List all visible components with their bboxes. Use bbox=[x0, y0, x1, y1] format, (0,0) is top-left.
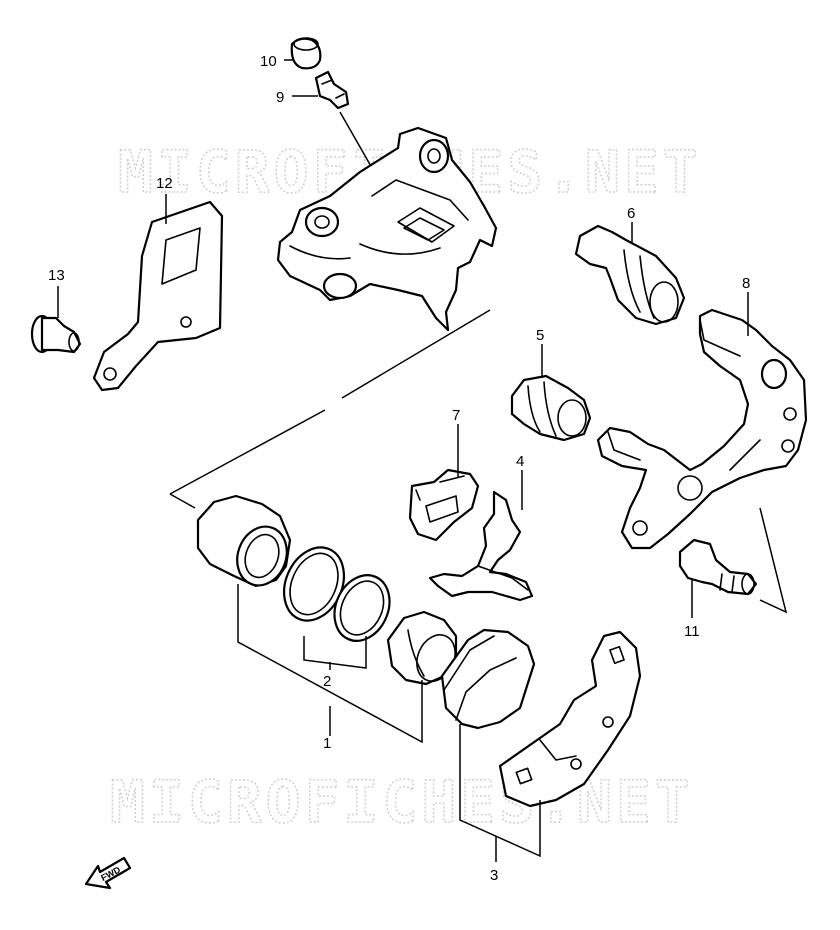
bracket-1 bbox=[237, 584, 423, 744]
callout-6: 6 bbox=[627, 205, 635, 222]
forward-arrow-icon: FWD bbox=[84, 856, 132, 890]
callout-3: 3 bbox=[490, 867, 498, 884]
slide-pin-boot-lower[interactable] bbox=[510, 374, 592, 442]
pad-spring[interactable] bbox=[408, 468, 480, 542]
bracket-bolt[interactable] bbox=[30, 314, 82, 354]
bleeder-cap[interactable] bbox=[290, 37, 322, 70]
caliper-bracket-plate[interactable] bbox=[92, 200, 224, 392]
callout-13: 13 bbox=[48, 267, 65, 284]
dust-seal[interactable] bbox=[324, 566, 399, 649]
brake-pad-outer[interactable] bbox=[498, 630, 642, 808]
callout-12: 12 bbox=[156, 175, 173, 192]
watermark-bottom: MICROFICHES.NET bbox=[110, 768, 694, 836]
callout-1: 1 bbox=[323, 735, 331, 752]
callout-8: 8 bbox=[742, 275, 750, 292]
caliper-body[interactable] bbox=[276, 126, 498, 332]
bracket-2 bbox=[303, 636, 367, 669]
callout-9: 9 bbox=[276, 89, 284, 106]
callout-5: 5 bbox=[536, 327, 544, 344]
callout-11: 11 bbox=[684, 623, 700, 640]
pad-retainer-spring[interactable] bbox=[428, 490, 534, 602]
bleeder-screw[interactable] bbox=[314, 70, 350, 110]
callout-10: 10 bbox=[260, 53, 277, 70]
callout-4: 4 bbox=[516, 453, 524, 470]
caliper-piston[interactable] bbox=[196, 494, 295, 592]
callout-7: 7 bbox=[452, 407, 460, 424]
piston-seal[interactable] bbox=[273, 538, 355, 630]
callout-2: 2 bbox=[323, 673, 331, 690]
slide-pin-boot-upper[interactable] bbox=[574, 224, 686, 326]
brake-pad-inner[interactable] bbox=[440, 628, 536, 730]
caliper-holder[interactable] bbox=[596, 308, 808, 550]
bracket-3 bbox=[459, 724, 541, 858]
holder-bolt[interactable] bbox=[678, 538, 758, 596]
